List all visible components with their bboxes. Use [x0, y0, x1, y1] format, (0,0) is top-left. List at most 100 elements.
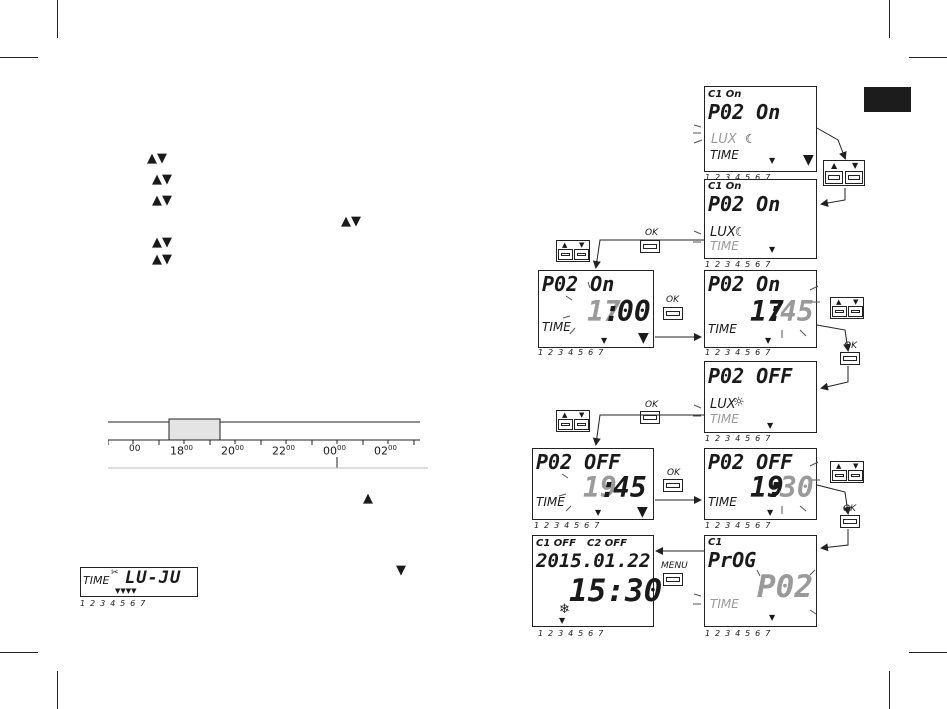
day-marker: ▼ [769, 245, 776, 254]
day-marker: ▼ [559, 616, 566, 625]
program-text: P02 On [708, 192, 781, 216]
up-arrow-icon: ▲ [562, 241, 568, 249]
date-value: 2015.01.22 [536, 550, 651, 572]
ok-label: OK [844, 341, 857, 351]
channel-label: C1 On [708, 181, 742, 192]
ok-button[interactable] [640, 411, 660, 424]
lcd-screen-off-lux: P02 OFF LUX ☼ TIME ▼ [704, 361, 817, 433]
updown-arrows-icon: ▲▼ [147, 151, 167, 166]
up-button[interactable] [558, 249, 573, 260]
colon: : [767, 295, 784, 328]
ok-label: OK [667, 468, 680, 478]
weekday-numbers: 1 2 3 4 5 6 7 [705, 629, 772, 638]
weekday-numbers: 1 2 3 4 5 6 7 [80, 599, 147, 608]
day-marker: ▼ [595, 508, 602, 517]
channel-label: C1 [708, 537, 723, 548]
up-button[interactable] [825, 171, 843, 184]
hours-value: 17 [750, 295, 784, 328]
channel-label: C1 On [708, 89, 742, 100]
crop-mark [57, 0, 58, 38]
program-text: P02 OFF [708, 364, 793, 388]
updown-button-pair: ▲ ▼ [556, 410, 590, 432]
program-text: P02 OFF [708, 450, 793, 474]
down-arrow-icon: ▼ [579, 411, 585, 419]
time-label: TIME [708, 495, 737, 509]
weekday-numbers: 1 2 3 4 5 6 7 [534, 521, 601, 530]
ok-button[interactable] [640, 240, 660, 253]
updown-button-pair: ▲ ▼ [830, 461, 864, 483]
down-button[interactable] [848, 306, 863, 317]
weekday-numbers: 1 2 3 4 5 6 7 [705, 173, 772, 182]
down-button[interactable] [845, 171, 863, 184]
sun-icon: ☼ [733, 395, 745, 410]
lux-label: LUX [711, 132, 737, 147]
up-button[interactable] [558, 419, 573, 430]
weekday-numbers: 1 2 3 4 5 6 7 [705, 521, 772, 530]
tick-label: 0200 [374, 444, 397, 458]
program-text: P02 On [708, 272, 781, 296]
down-chevron-icon: ▼ [638, 330, 649, 346]
hours-value: 17 [587, 295, 621, 328]
weekday-numbers: 1 2 3 4 5 6 7 [538, 348, 605, 357]
crop-mark [889, 0, 890, 38]
lcd-screen-off-minute-edit: P02 OFF 19 : 30 TIME ▼ [704, 448, 817, 520]
lcd-screen-hour-edit: P02 On 17 : 00 TIME ▼ ▼ [538, 270, 654, 348]
updown-button-pair: ▲ ▼ [556, 240, 590, 262]
weekday-numbers: 1 2 3 4 5 6 7 [538, 629, 605, 638]
updown-arrows-icon: ▲▼ [152, 193, 172, 208]
day-marker: ▼ [769, 156, 776, 165]
lcd-screen-c1on-lux: C1 On P02 On LUX ☾ TIME ▼ ▼ [704, 86, 817, 172]
program-text: P02 On [708, 100, 781, 124]
snowflake-icon: ❄ [559, 602, 570, 617]
crop-mark [0, 57, 38, 58]
weekday-numbers: 1 2 3 4 5 6 7 [705, 434, 772, 443]
ok-button[interactable] [663, 479, 683, 492]
time-label: TIME [708, 322, 737, 336]
day-marker: ▼ [767, 508, 774, 517]
time-label: TIME [710, 412, 739, 426]
down-button[interactable] [574, 249, 589, 260]
down-arrow-icon: ▼ [579, 241, 585, 249]
crop-mark [57, 671, 58, 709]
lcd-screen-prog-menu: C1 PrOG P02 TIME ▼ [704, 535, 817, 627]
up-arrow-icon: ▲ [836, 298, 842, 306]
menu-label: MENU [661, 561, 688, 571]
crop-mark [909, 57, 947, 58]
minutes-value: 45 [780, 295, 814, 328]
updown-button-pair: ▲ ▼ [823, 160, 865, 186]
ok-button[interactable] [663, 307, 683, 320]
ok-label: OK [645, 400, 658, 410]
weekday-numbers: 1 2 3 4 5 6 7 [705, 260, 772, 269]
day-marker: ▼ [601, 336, 608, 345]
lcd-screen-main-clock: C1 OFF C2 OFF 2015.01.22 15:30 ❄ ▼ [532, 535, 662, 627]
down-button[interactable] [848, 470, 863, 481]
day-marker: ▼ [767, 421, 774, 430]
down-arrow-icon: ▼ [396, 563, 406, 578]
ok-button[interactable] [840, 352, 860, 365]
menu-button[interactable] [663, 573, 683, 586]
ok-button[interactable] [840, 515, 860, 528]
up-button[interactable] [832, 306, 847, 317]
down-arrow-icon: ▼ [853, 462, 859, 470]
ok-label: OK [843, 504, 856, 514]
up-button[interactable] [832, 470, 847, 481]
tick-label: 0000 [323, 444, 346, 458]
channel2-status: C2 OFF [587, 538, 627, 549]
down-button[interactable] [574, 419, 589, 430]
moon-icon: ☾ [745, 132, 756, 146]
time-label: TIME [536, 495, 565, 509]
weekday-numbers: 1 2 3 4 5 6 7 [705, 348, 772, 357]
crop-mark [889, 671, 890, 709]
timeline-diagram: 00 1800 2000 2200 0000 0200 [107, 412, 428, 474]
down-chevron-icon: ▼ [637, 504, 648, 520]
tick-label: 1800 [170, 444, 193, 458]
prog-text: PrOG [708, 548, 757, 572]
updown-arrows-icon: ▲▼ [152, 252, 172, 267]
day-range-text: LU-JU [125, 568, 182, 588]
hours-value: 19 [750, 471, 784, 504]
timeline-graphic [107, 418, 428, 469]
crop-mark [0, 652, 38, 653]
up-arrow-icon: ▲ [562, 411, 568, 419]
crop-mark [909, 652, 947, 653]
time-label: TIME [710, 239, 739, 253]
